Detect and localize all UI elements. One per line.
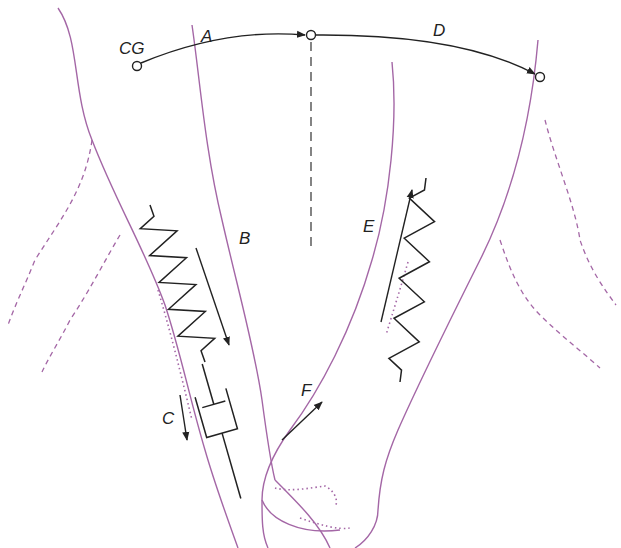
front-contour [500,240,600,368]
front-foot [262,500,340,531]
rear-foot [275,480,330,548]
letter-label: D [432,22,446,39]
vertical-reference [310,42,311,248]
arc-arrow [316,35,535,74]
damper-symbol [187,360,256,503]
rear-contour [42,235,120,372]
spring-symbol [140,205,214,362]
force-arrow [180,395,187,440]
cg-point [536,73,545,82]
cg-point [307,31,316,40]
point-label: CG [118,40,146,57]
rear-contour [8,140,92,325]
letter-label: C [161,410,175,427]
front-leg-back [262,62,394,548]
letter-label: E [362,218,375,235]
force-arrow [381,190,412,322]
leg-outlines [58,8,538,548]
cg-point [133,62,142,71]
letter-label: A [200,28,213,45]
foot-dots [275,486,336,505]
letter-label: F [300,382,312,399]
front-contour [545,120,616,305]
tendon-dots [158,262,408,528]
letter-label: B [238,230,251,247]
front-tendon [386,262,408,335]
force-arrow [282,402,322,440]
rear-leg-back [58,8,238,548]
front-leg-front [355,40,538,548]
arc-arrow [141,34,305,63]
rear-leg-front [192,25,275,480]
foot-dots [300,518,350,528]
contour-dashes [8,120,616,372]
spring-symbol [389,178,435,382]
force-arrow [196,248,229,345]
